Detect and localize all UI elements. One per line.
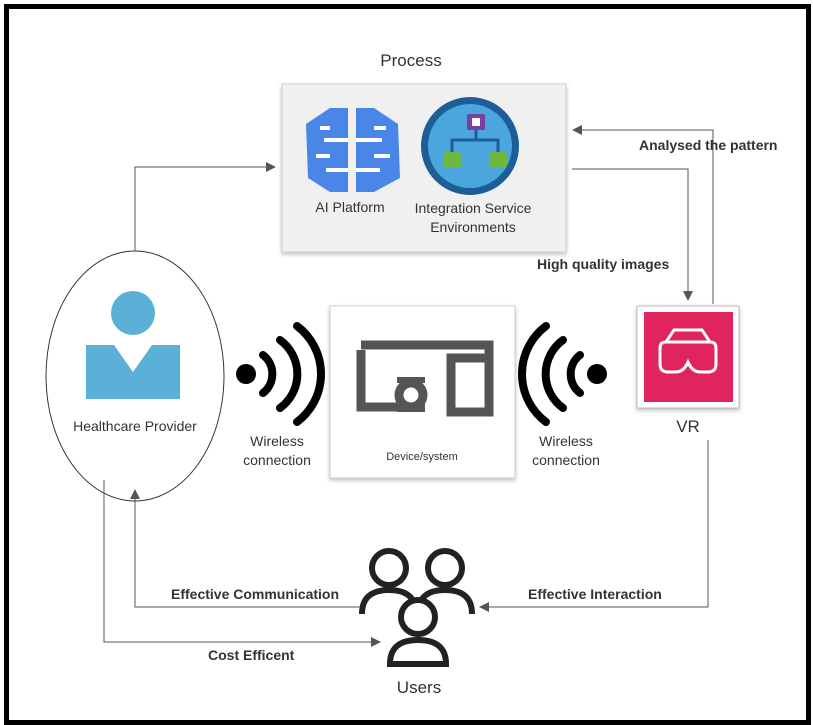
- vr-icon-bg: [644, 312, 733, 402]
- wireless-signal-right-icon: [518, 322, 607, 426]
- ai-platform-label: AI Platform: [315, 199, 384, 215]
- edge-vr-to-users: [479, 440, 709, 612]
- integration-label-line2: Environments: [430, 219, 516, 235]
- wireless-left-line2: connection: [243, 452, 311, 468]
- edge-provider-to-users: [103, 480, 381, 647]
- label-analysed-the-pattern: Analysed the pattern: [639, 137, 777, 153]
- users-label: Users: [397, 678, 441, 697]
- integration-service-icon: [421, 97, 519, 195]
- wireless-right-line1: Wireless: [539, 433, 593, 449]
- device-system-label: Device/system: [386, 451, 458, 463]
- ai-platform-icon: [306, 108, 400, 192]
- edge-process-to-vr: [572, 168, 693, 301]
- outer-frame: [4, 4, 811, 725]
- integration-label-line1: Integration Service: [415, 200, 532, 216]
- label-effective-communication: Effective Communication: [171, 586, 339, 602]
- healthcare-provider-label: Healthcare Provider: [73, 418, 197, 434]
- process-title: Process: [380, 51, 441, 70]
- edge-vr-to-process: [572, 125, 714, 304]
- wireless-left-line1: Wireless: [250, 433, 304, 449]
- device-system-icon: [356, 340, 494, 417]
- wireless-signal-left-icon: [236, 322, 325, 426]
- person-icon: [86, 291, 180, 399]
- users-icon: [359, 548, 475, 667]
- label-effective-interaction: Effective Interaction: [528, 586, 662, 602]
- vr-label: VR: [676, 417, 700, 436]
- label-high-quality-images: High quality images: [537, 256, 669, 272]
- edge-users-to-provider: [130, 489, 360, 608]
- label-cost-efficient: Cost Efficent: [208, 647, 295, 663]
- edge-provider-to-process: [134, 162, 276, 251]
- wireless-right-line2: connection: [532, 452, 600, 468]
- vr-headset-icon: [658, 328, 718, 374]
